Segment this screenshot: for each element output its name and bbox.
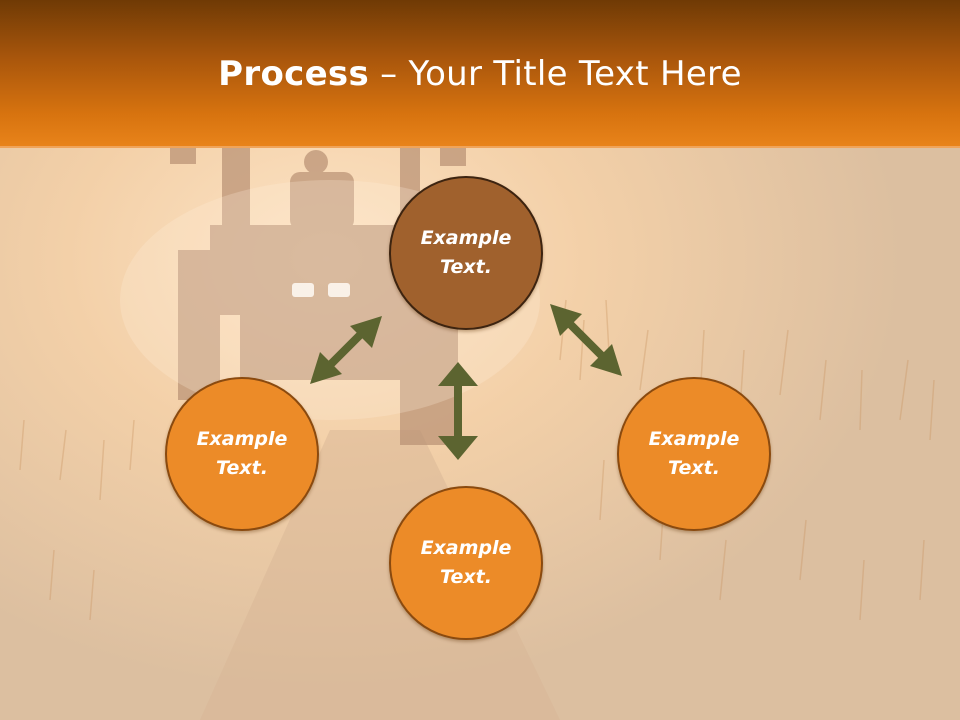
arrow-center-to-left[interactable]: [310, 316, 382, 384]
process-node-left[interactable]: Example Text.: [165, 377, 319, 531]
process-node-left-label: Example Text.: [197, 425, 288, 483]
process-node-bottom-label: Example Text.: [421, 534, 512, 592]
process-node-bottom[interactable]: Example Text.: [389, 486, 543, 640]
arrow-center-to-bottom[interactable]: [438, 362, 478, 460]
arrow-center-to-right[interactable]: [550, 304, 622, 376]
process-node-right-label: Example Text.: [649, 425, 740, 483]
process-node-right[interactable]: Example Text.: [617, 377, 771, 531]
process-node-top[interactable]: Example Text.: [389, 176, 543, 330]
process-node-top-label: Example Text.: [421, 224, 512, 282]
